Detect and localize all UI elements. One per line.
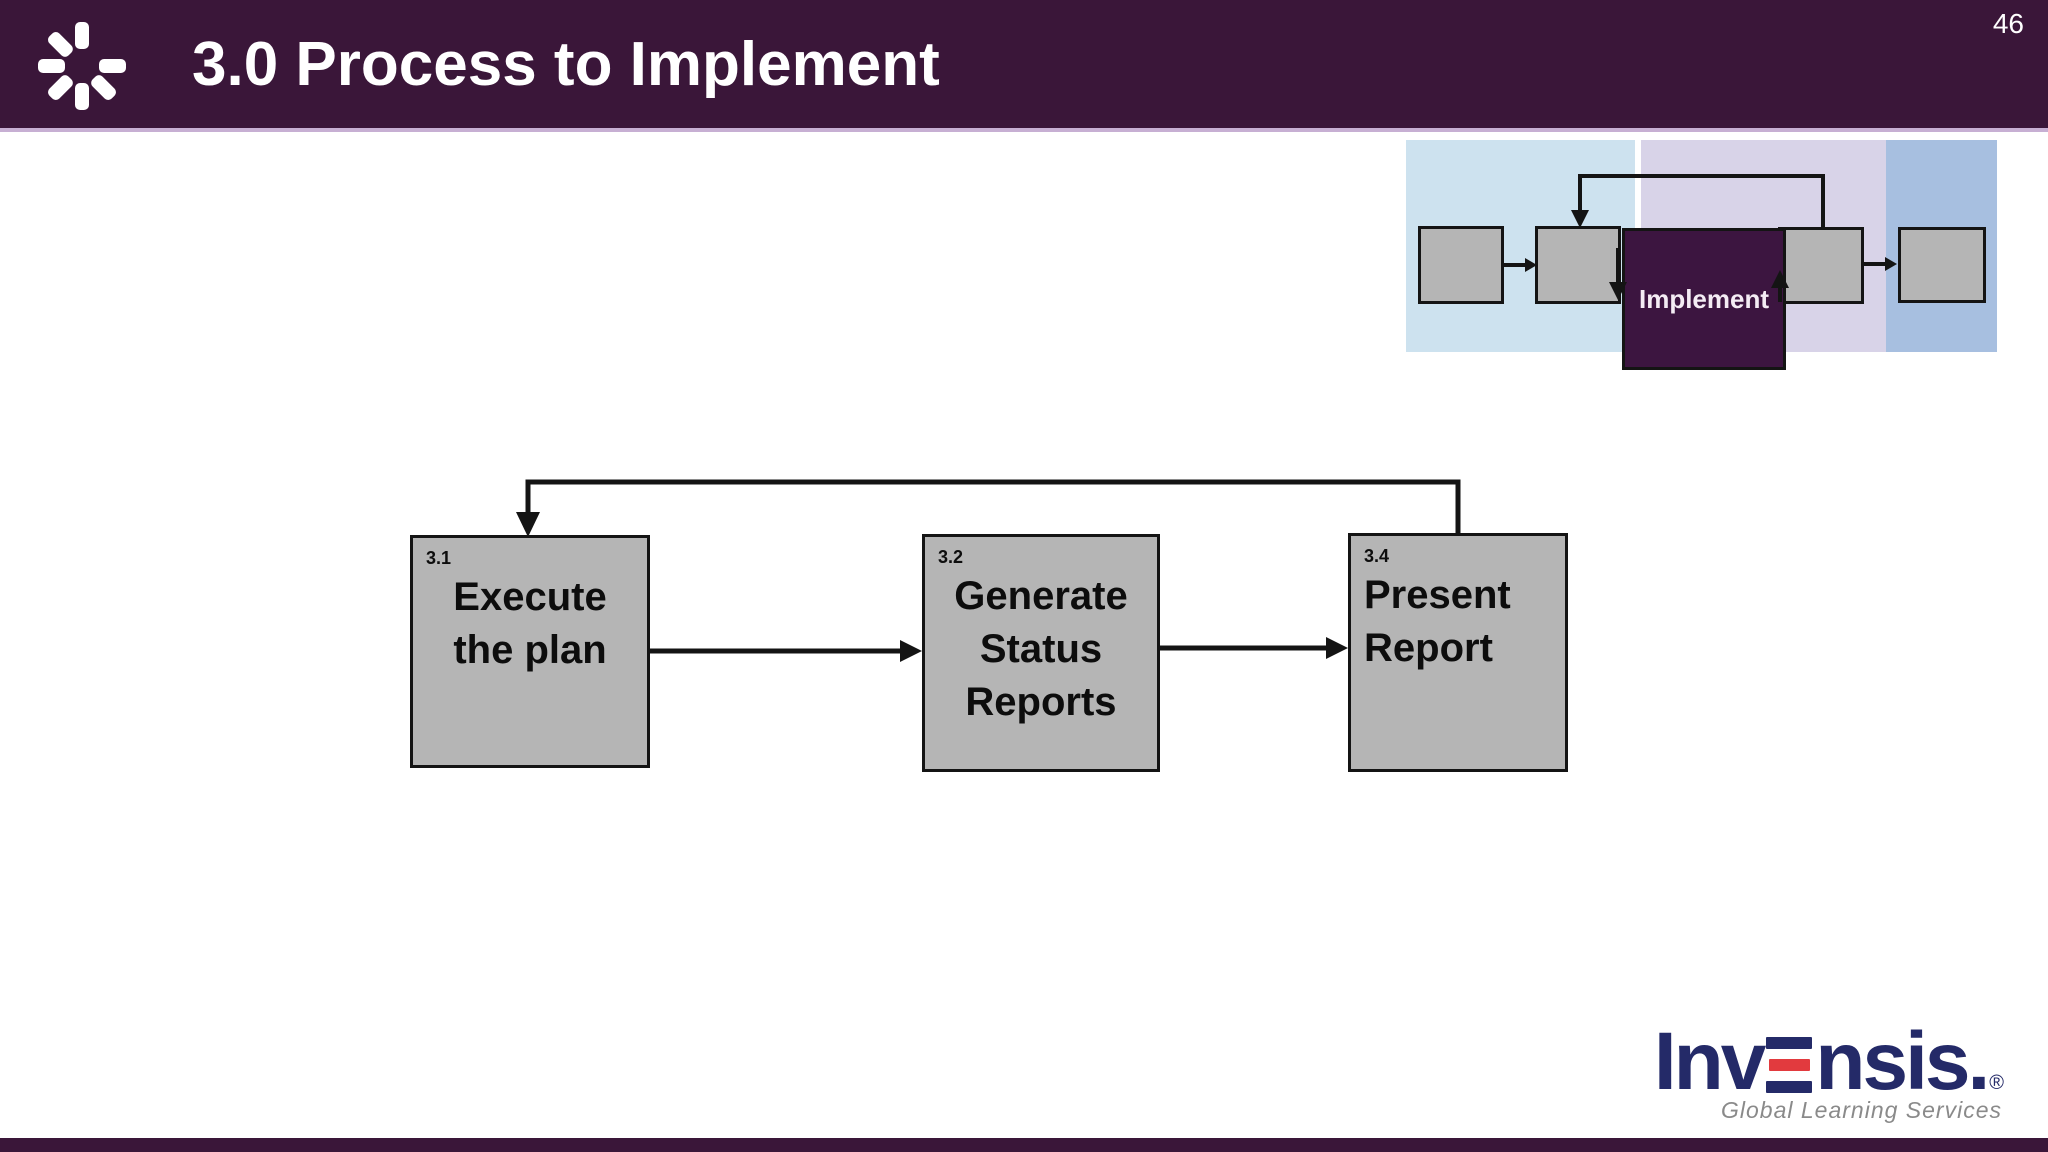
logo-text-nsis: nsis.: [1815, 1015, 1990, 1107]
footer-bar: [0, 1138, 2048, 1152]
invensis-logo: Inv nsis. ® Global Learning Services: [1624, 1015, 2004, 1124]
invensis-logotype: Inv nsis. ®: [1624, 1015, 2004, 1107]
logo-e-top-bar: [1766, 1037, 1813, 1049]
header-bar: 3.0 Process to Implement 46: [0, 0, 2048, 132]
spinner-segment: [38, 59, 65, 73]
logo-e-red-bar: [1769, 1059, 1810, 1071]
registered-trademark-icon: ®: [1989, 1072, 2004, 1094]
logo-text-inv: Inv: [1653, 1015, 1766, 1107]
spinner-segment: [45, 73, 75, 103]
spinner-segment: [99, 59, 126, 73]
minimap-phase-box-2: [1535, 226, 1621, 304]
process-box-label: Generate Status Reports: [954, 574, 1128, 724]
process-box-number: 3.1: [426, 548, 452, 568]
minimap-phase-box-1: [1418, 226, 1504, 304]
spinner-logo-icon: [38, 22, 126, 110]
process-overview-minimap: Implement: [1406, 140, 1997, 372]
minimap-implement-box: Implement: [1622, 228, 1786, 370]
spinner-segment: [89, 73, 119, 103]
process-box-label: Present Report: [1364, 573, 1511, 670]
process-box-generate-status-reports: 3.2 Generate Status Reports: [922, 534, 1160, 772]
minimap-implement-label: Implement: [1638, 283, 1770, 314]
process-box-execute-plan: 3.1 Execute the plan: [410, 535, 650, 768]
process-box-present-report: 3.4 Present Report: [1348, 533, 1568, 772]
logo-tagline: Global Learning Services: [1721, 1097, 2002, 1123]
process-box-number: 3.4: [1364, 546, 1390, 566]
process-box-number: 3.2: [938, 547, 964, 567]
page-number: 46: [1992, 8, 2024, 39]
process-box-label: Execute the plan: [453, 575, 607, 672]
spinner-segment: [75, 83, 89, 110]
minimap-phase-box-4: [1778, 227, 1864, 304]
spinner-segment: [45, 29, 75, 59]
logo-stylized-e-icon: [1766, 1037, 1813, 1093]
spinner-segment: [75, 22, 89, 49]
logo-e-bottom-bar: [1766, 1081, 1813, 1093]
slide-title: 3.0 Process to Implement: [192, 29, 940, 99]
minimap-phase-box-5: [1898, 227, 1986, 303]
